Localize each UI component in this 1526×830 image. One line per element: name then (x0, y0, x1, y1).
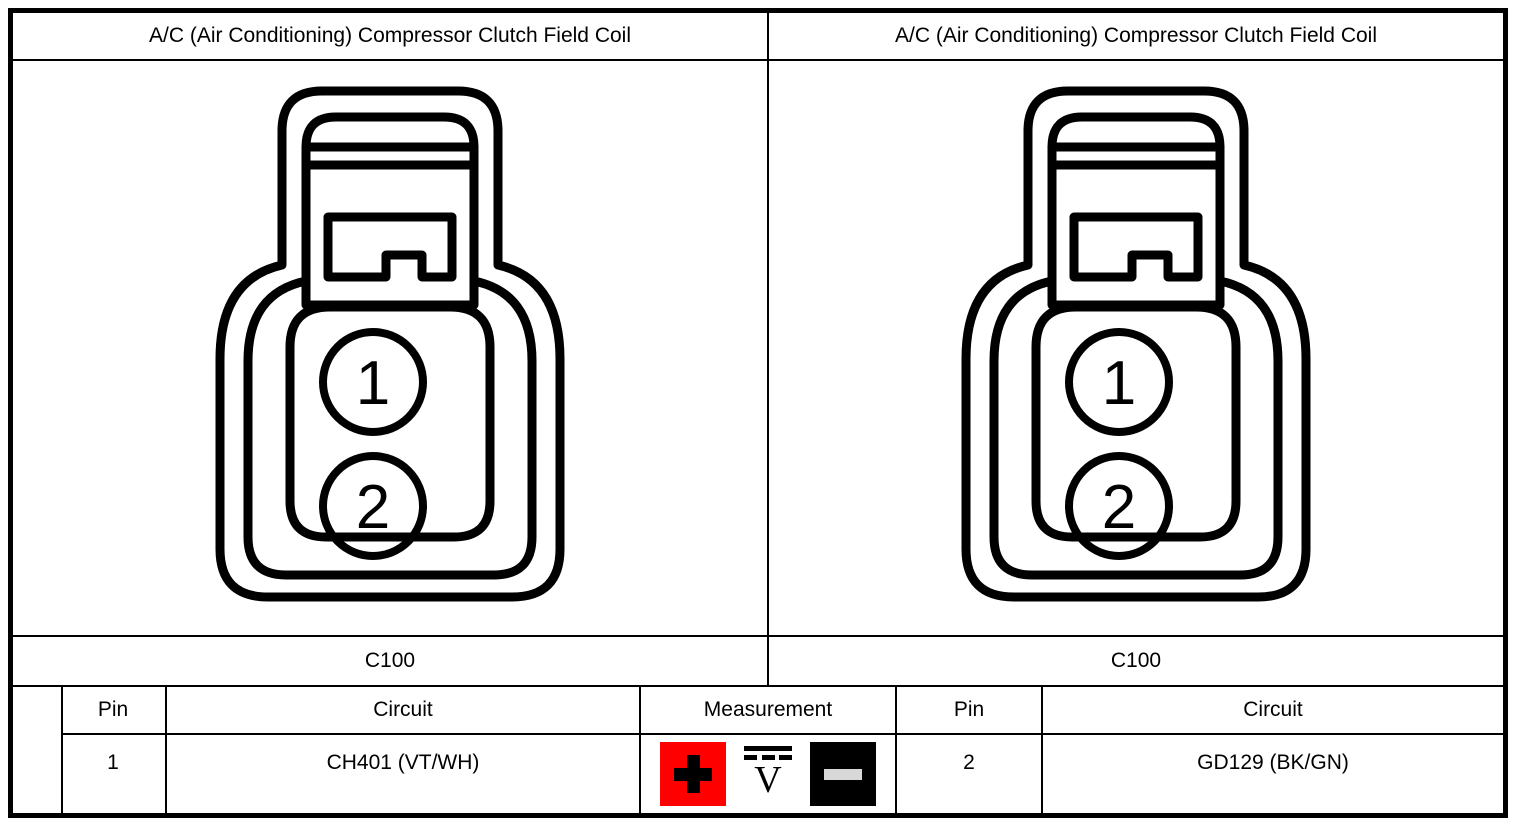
connector-id-left: C100 (364, 649, 416, 672)
row-circuit-right: GD129 (BK/GN) (1197, 751, 1349, 774)
header-pin-right: Pin (953, 698, 985, 721)
connector-id-bottom-rule (13, 685, 1503, 687)
latch-notch-detail (1069, 212, 1203, 282)
header-pin-left: Pin (97, 698, 129, 721)
pin-number-2: 2 (1102, 473, 1136, 542)
row-pin-right: 2 (963, 751, 975, 774)
pin-cavity-2 (1065, 452, 1173, 560)
dc-voltage-icon: V (735, 742, 801, 806)
rule-pin-circuit-right (1041, 687, 1043, 813)
pin-number-1: 1 (1102, 349, 1136, 418)
pin-cavity-1 (1065, 328, 1173, 436)
latch-notch-detail (323, 212, 457, 282)
connector-id-right: C100 (1110, 649, 1162, 672)
dc-solid-line (744, 746, 792, 751)
row-circuit-left: CH401 (VT/WH) (326, 751, 480, 774)
latch-tower (301, 142, 479, 310)
rule-pin-circuit-left (165, 687, 167, 813)
connector-outer-shell (215, 86, 565, 602)
minus-probe-icon (810, 742, 876, 806)
voltage-unit-label: V (754, 759, 782, 801)
rule-circuit-measurement (639, 687, 641, 813)
dc-dashed-line (744, 755, 792, 760)
panel-divider (767, 13, 769, 687)
pin-circuit-table: Pin Circuit Measurement Pin Circuit 1 CH… (13, 687, 1503, 813)
pin-cavity-1 (319, 328, 427, 436)
pin-number-2: 2 (356, 473, 390, 542)
measurement-icon-group: V (641, 735, 895, 813)
plus-probe-icon (660, 742, 726, 806)
connector-pane-right: 1 2 (769, 61, 1503, 635)
minus-bar (824, 768, 862, 780)
pin-cavity-2 (319, 452, 427, 560)
panel-title-right: A/C (Air Conditioning) Compressor Clutch… (895, 24, 1377, 47)
title-row: A/C (Air Conditioning) Compressor Clutch… (13, 13, 1503, 59)
header-circuit-left: Circuit (373, 698, 433, 721)
connector-outer-shell (961, 86, 1311, 602)
title-row-bottom-rule (13, 59, 1503, 61)
header-circuit-right: Circuit (1243, 698, 1303, 721)
connector-pane-left: 1 2 (13, 61, 767, 635)
latch-tower (1047, 142, 1225, 310)
drawing-row-bottom-rule (13, 635, 1503, 637)
connector-id-row: C100 C100 (13, 637, 1503, 685)
table-header-rule (61, 733, 1503, 735)
connector-diagram-sheet: A/C (Air Conditioning) Compressor Clutch… (8, 8, 1508, 818)
rule-measurement-pin-right (895, 687, 897, 813)
panel-title-left: A/C (Air Conditioning) Compressor Clutch… (149, 24, 631, 47)
connector-illustration-right: 1 2 (961, 86, 1311, 602)
pin-number-1: 1 (356, 349, 390, 418)
plus-bar-vertical (686, 755, 700, 793)
row-pin-left: 1 (107, 751, 119, 774)
connector-illustration-left: 1 2 (215, 86, 565, 602)
header-measurement: Measurement (703, 698, 833, 721)
rule-left-table-start (61, 687, 63, 813)
